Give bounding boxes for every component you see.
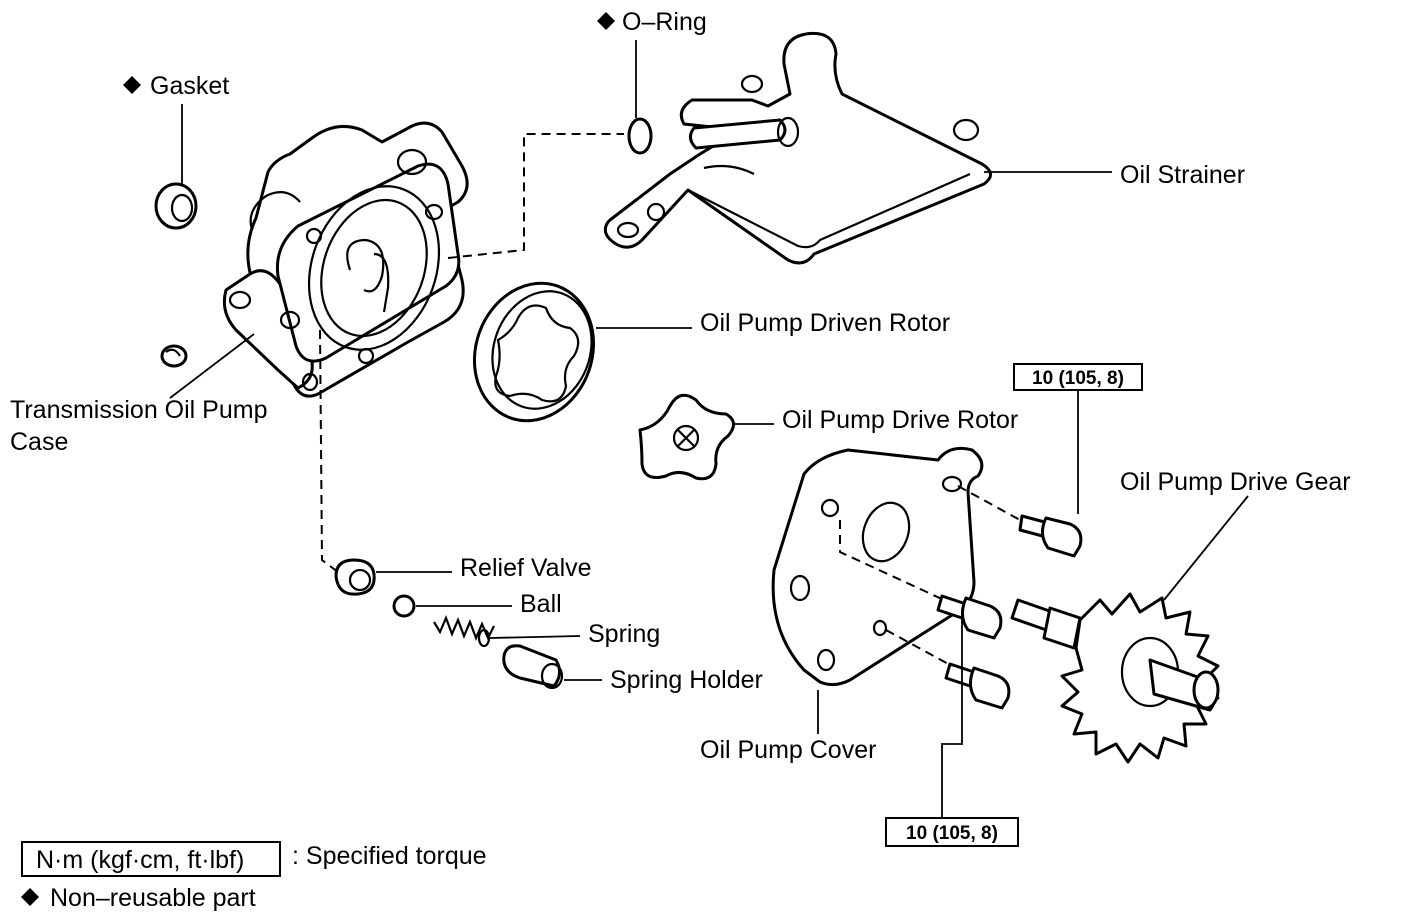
label-o-ring: O–Ring bbox=[622, 8, 707, 36]
label-ball: Ball bbox=[520, 590, 562, 618]
drive-gear-part bbox=[1010, 592, 1220, 764]
o-ring-part bbox=[627, 117, 653, 155]
label-gasket: Gasket bbox=[150, 72, 229, 100]
torque-box-upper: 10 (105, 8) bbox=[1013, 363, 1143, 391]
label-drive-rotor: Oil Pump Drive Rotor bbox=[782, 406, 1018, 434]
torque-box-lower: 10 (105, 8) bbox=[885, 817, 1019, 847]
ball-part bbox=[392, 594, 416, 618]
assembly-line-cover-bolt-middle bbox=[839, 520, 945, 601]
drive-rotor-part bbox=[638, 393, 735, 481]
assembly-line-cover-bolt-lower bbox=[885, 629, 953, 667]
svg-text:10 (105, 8): 10 (105, 8) bbox=[1032, 368, 1124, 389]
driven-rotor-part bbox=[472, 281, 596, 423]
legend-torque-desc: : Specified torque bbox=[292, 842, 487, 870]
leader-pump-case bbox=[169, 333, 255, 399]
leader-torque-lower bbox=[941, 610, 963, 818]
assembly-line-o-ring bbox=[447, 133, 624, 259]
bolt-lower-part bbox=[944, 662, 1011, 710]
legend-non-reusable: Non–reusable part bbox=[50, 884, 256, 912]
gasket-part bbox=[154, 182, 198, 230]
assembly-line-relief-valve bbox=[319, 329, 339, 573]
legend-torque-box-text: N·m (kgf·cm, ft·lbf) bbox=[36, 846, 244, 874]
label-pump-case-line2: Case bbox=[10, 428, 68, 456]
legend: N·m (kgf·cm, ft·lbf) : Specified torque … bbox=[21, 841, 487, 912]
spring-part bbox=[433, 615, 495, 648]
label-driven-rotor: Oil Pump Driven Rotor bbox=[700, 309, 950, 337]
leader-drive-gear bbox=[1163, 495, 1249, 601]
label-drive-gear: Oil Pump Drive Gear bbox=[1120, 468, 1351, 496]
legend-torque-box bbox=[21, 841, 281, 877]
label-pump-case-line1: Transmission Oil Pump bbox=[10, 396, 267, 424]
relief-valve-part bbox=[334, 558, 376, 596]
oil-strainer-part bbox=[603, 31, 992, 265]
spring-holder-part bbox=[502, 644, 564, 690]
label-oil-strainer: Oil Strainer bbox=[1120, 161, 1245, 189]
label-spring: Spring bbox=[588, 620, 660, 648]
label-spring-holder: Spring Holder bbox=[610, 666, 763, 694]
svg-text:10 (105, 8): 10 (105, 8) bbox=[906, 823, 998, 844]
legend-diamond-icon bbox=[21, 888, 39, 906]
bolt-upper-part bbox=[1018, 514, 1083, 558]
leader-spring bbox=[489, 635, 581, 639]
case-plug-part bbox=[160, 344, 188, 368]
o-ring-diamond-icon bbox=[597, 12, 615, 30]
gasket-diamond-icon bbox=[123, 76, 141, 94]
pump-cover-part bbox=[771, 446, 984, 687]
label-pump-cover: Oil Pump Cover bbox=[700, 736, 876, 764]
label-relief-valve: Relief Valve bbox=[460, 554, 592, 582]
assembly-line-cover-bolt-upper bbox=[957, 485, 1021, 521]
pump-case-part bbox=[222, 121, 469, 398]
